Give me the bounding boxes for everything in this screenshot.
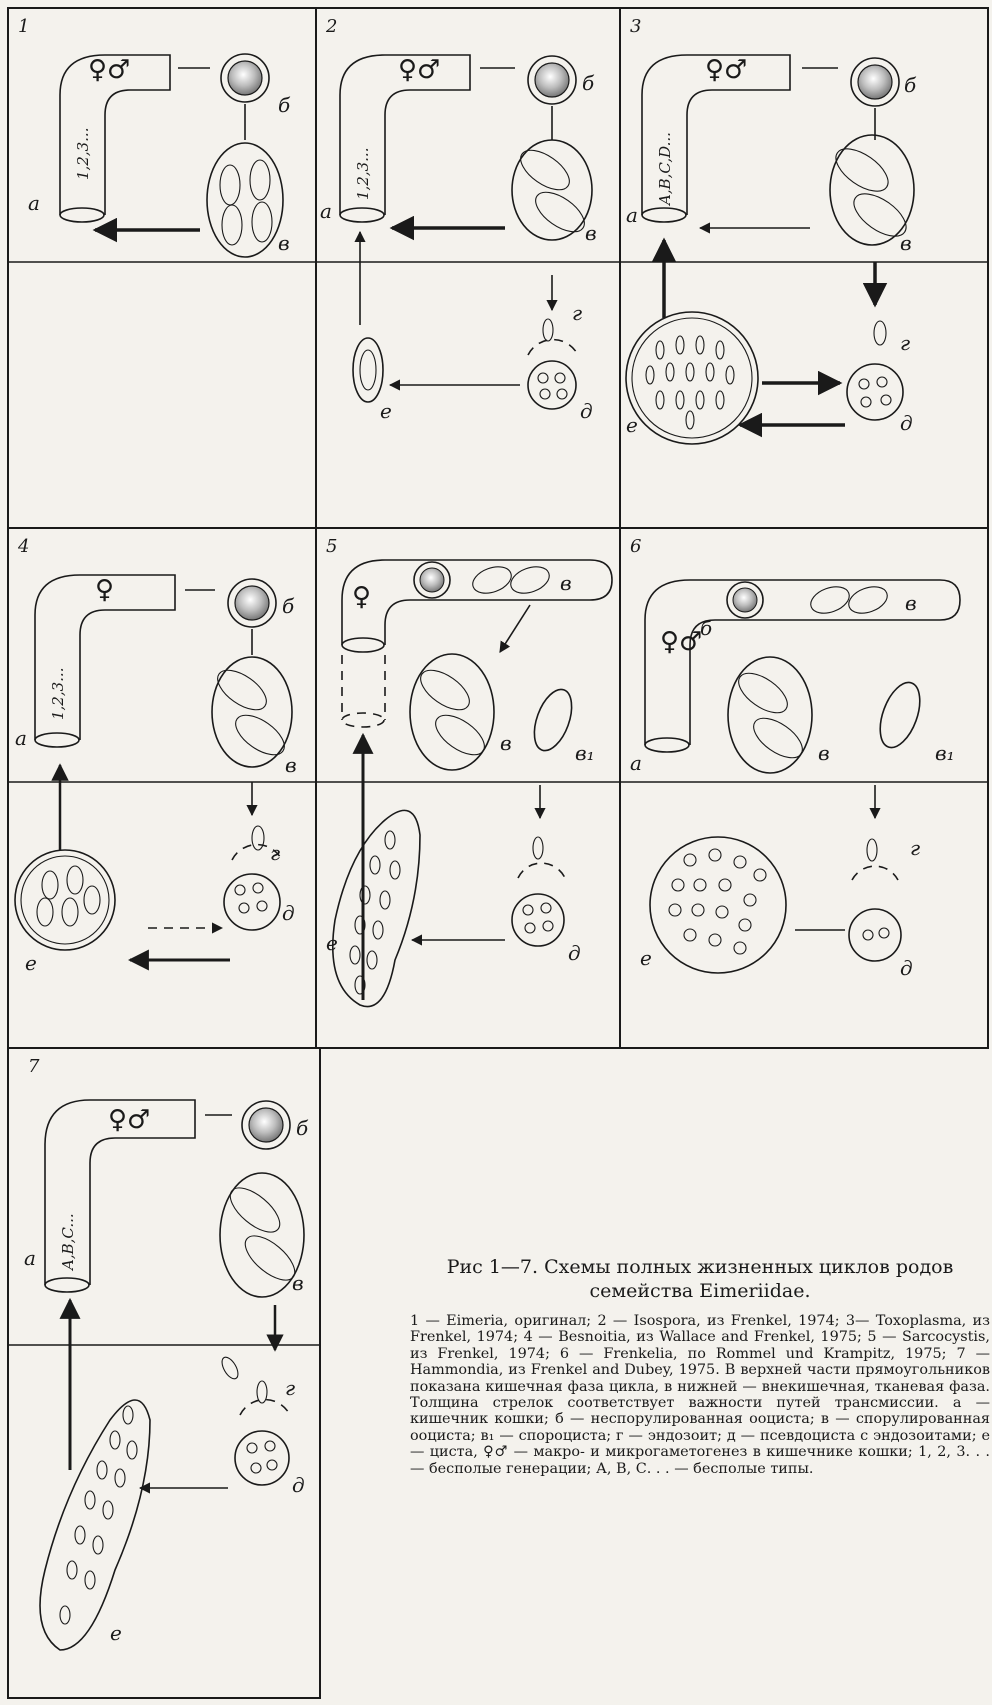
label-v: в [278, 231, 290, 255]
label-a: а [15, 726, 27, 750]
label-e: е [25, 951, 37, 975]
label-d: д [900, 956, 913, 980]
label-d: д [580, 399, 593, 423]
label-v: в [900, 231, 912, 255]
generation-label: A,B,C,D... [656, 132, 674, 207]
label-v: в [292, 1271, 304, 1295]
panel-4-besnoitia: 4 1,2,3... ♀ а б в г д е [15, 536, 297, 975]
generation-label: A,B,C... [59, 1213, 77, 1272]
panel-number: 6 [630, 536, 641, 557]
sporulated-oocyst [207, 143, 283, 257]
sex-symbols: ♀♂ [398, 55, 440, 85]
label-v: в [585, 221, 597, 245]
panel-1-eimeria: 1 1,2,3... ♀♂ а б в [18, 16, 291, 257]
label-b: б [582, 71, 595, 95]
panel-number: 2 [325, 16, 337, 37]
sex-symbols: ♀♂ [705, 55, 747, 85]
sex-symbols: ♀♂ [88, 55, 130, 85]
label-v1: в₁ [935, 741, 955, 765]
label-v: в [285, 753, 297, 777]
label-g: г [285, 1376, 295, 1400]
label-e: е [640, 946, 652, 970]
generation-label: 1,2,3... [49, 668, 67, 720]
label-a: а [626, 203, 638, 227]
label-b: б [700, 616, 713, 640]
panel-6-frenkelia: 6 ♀♂ б в а в в₁ г д е [630, 536, 960, 980]
label-e: е [380, 399, 392, 423]
sex-symbols: ♀ [352, 582, 371, 612]
panel-number: 3 [630, 16, 641, 37]
label-b: б [282, 594, 295, 618]
label-v: в [905, 591, 917, 615]
label-g: г [270, 841, 280, 865]
label-v1: в₁ [575, 741, 595, 765]
label-b: б [278, 93, 291, 117]
label-g: г [910, 836, 920, 860]
label-d: д [568, 941, 581, 965]
panel-2-isospora: 2 1,2,3... ♀♂ а б в г д е [320, 16, 597, 423]
label-a: а [28, 191, 40, 215]
intestine-opening [60, 208, 104, 222]
panel-number: 7 [28, 1056, 40, 1077]
panel-3-toxoplasma: 3 A,B,C,D... ♀♂ а б в г д е [626, 16, 917, 444]
caption-title: Рис 1—7. Схемы полных жизненных циклов р… [410, 1255, 990, 1303]
label-v: в [500, 731, 512, 755]
panel-5-sarcocystis: 5 ♀ в в в₁ д е [326, 536, 612, 1007]
sex-symbols: ♀ [95, 575, 114, 605]
caption-text: 1 — Eimeria, оригинал; 2 — Isospora, из … [410, 1313, 990, 1477]
figure-caption: Рис 1—7. Схемы полных жизненных циклов р… [410, 1255, 990, 1477]
label-d: д [900, 411, 913, 435]
label-a: а [630, 751, 642, 775]
label-a: а [24, 1246, 36, 1270]
label-g: г [900, 331, 910, 355]
panel-number: 4 [17, 536, 29, 557]
label-e: е [326, 931, 338, 955]
label-v: в [560, 571, 572, 595]
label-d: д [282, 901, 295, 925]
label-v: в [818, 741, 830, 765]
label-e: е [626, 413, 638, 437]
panel-7-hammondia: 7 A,B,C... ♀♂ а б в г д е [24, 1056, 309, 1650]
label-e: е [110, 1621, 122, 1645]
label-b: б [904, 73, 917, 97]
sex-symbols: ♀♂ [108, 1105, 150, 1135]
sex-symbols: ♀♂ [660, 627, 702, 657]
panel-number: 1 [18, 16, 29, 37]
generation-label: 1,2,3... [74, 128, 92, 180]
label-d: д [292, 1473, 305, 1497]
label-g: г [572, 301, 582, 325]
generation-label: 1,2,3... [354, 148, 372, 200]
panel-number: 5 [326, 536, 337, 557]
label-a: а [320, 199, 332, 223]
label-b: б [296, 1116, 309, 1140]
